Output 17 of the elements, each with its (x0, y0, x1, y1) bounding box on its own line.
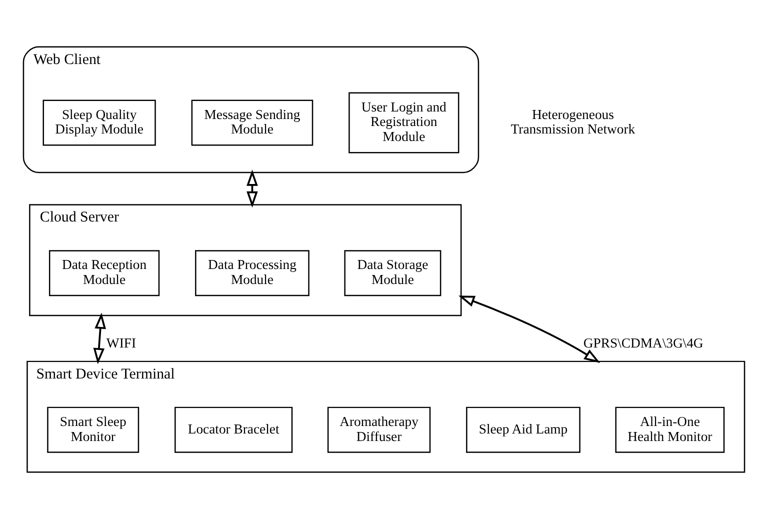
node-box: Data Reception Module (48, 250, 160, 296)
edge-label: WIFI (106, 336, 136, 351)
node-box: Smart Sleep Monitor (47, 406, 140, 453)
node-box: All-in-One Health Monitor (615, 406, 725, 453)
arrow (458, 296, 600, 363)
label: Heterogeneous Transmission Network (510, 106, 636, 137)
edge-label: GPRS\CDMA\3G\4G (583, 336, 704, 351)
arrow (246, 170, 258, 208)
node-box: Sleep Aid Lamp (466, 406, 580, 453)
node-box: Data Processing Module (195, 250, 310, 296)
node-box: Locator Bracelet (174, 406, 293, 453)
node-box: Aromatherapy Diffuser (327, 406, 431, 453)
node-box: Data Storage Module (344, 250, 442, 296)
arrow (93, 312, 106, 364)
node-box: User Login and Registration Module (348, 92, 460, 154)
node-box: Message Sending Module (191, 100, 314, 146)
node-box: Sleep Quality Display Module (42, 100, 156, 146)
